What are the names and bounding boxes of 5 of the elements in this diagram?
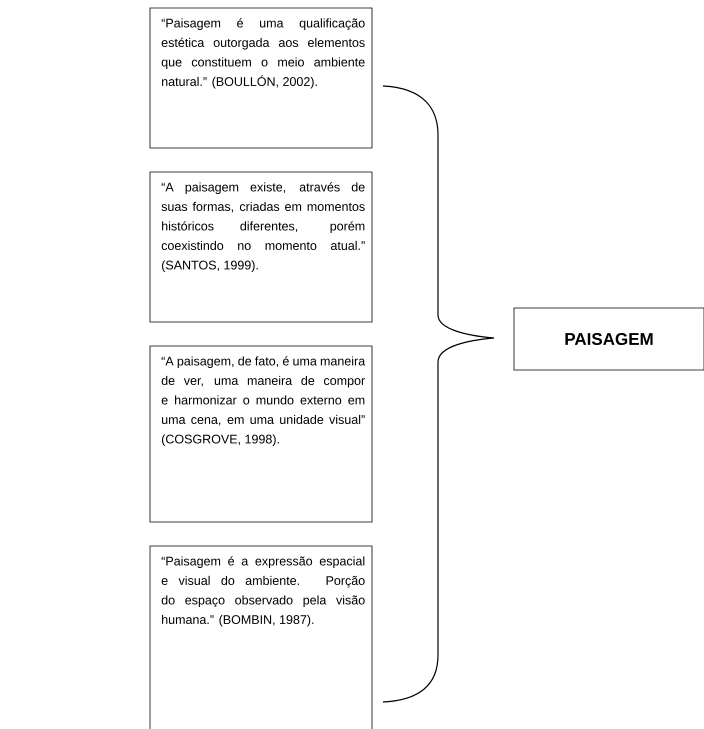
quote-box: “A paisagem existe, através de suas formas, criadas em momentos históricos diferentes, porém coexistindo no momento atual.” (SANTOS, 1999).: [150, 172, 372, 322]
quote-box: “Paisagem é uma qualificação estética outorgada aos elementos que constituem o meio ambiente natural.” (BOULLÓN, 2002).: [150, 8, 372, 148]
quote-box: “A paisagem, de fato, é uma maneira de ver, uma maneira de compor e harmonizar o mundo externo em uma cena, em uma unidade visual” (COSGROVE, 1998).: [150, 346, 372, 522]
title-box: PAISAGEM: [514, 308, 704, 370]
quote-box: “Paisagem é a expressão espacial e visual do ambiente. Porção do espaço observado pela visão humana.” (BOMBIN, 1987).: [150, 546, 372, 729]
